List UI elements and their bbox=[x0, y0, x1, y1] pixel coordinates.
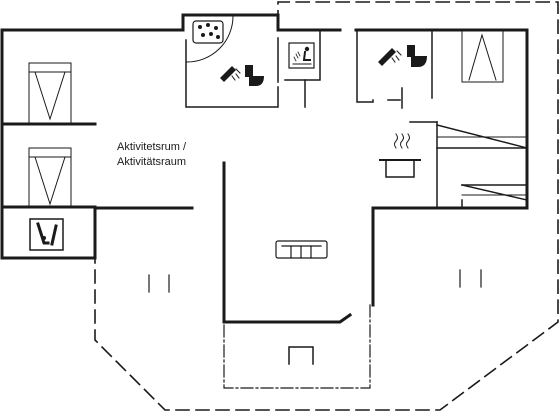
partitions bbox=[185, 29, 528, 209]
terrace-outline bbox=[94, 1, 559, 411]
washing-machine-icon bbox=[29, 218, 64, 251]
sauna-icon bbox=[288, 42, 315, 69]
sofa-icon bbox=[275, 240, 328, 259]
terrace-icon bbox=[459, 269, 482, 288]
room-label-line1: Aktivitetsrum / bbox=[117, 141, 187, 153]
room-label-line2: Aktivitätsraum bbox=[117, 156, 187, 168]
whirlpool-icon bbox=[192, 20, 224, 44]
cooking-pot-icon bbox=[379, 133, 421, 178]
bed-icon bbox=[461, 29, 504, 83]
bed-icon bbox=[28, 62, 72, 124]
fireplace-icon bbox=[288, 346, 314, 365]
room-label: Aktivitetsrum / Aktivitätsraum bbox=[117, 140, 186, 170]
walls bbox=[0, 13, 529, 324]
door-swing bbox=[185, 15, 234, 63]
annex-outline bbox=[223, 304, 371, 389]
terrace-icon bbox=[148, 274, 170, 293]
bed-icon bbox=[28, 147, 72, 209]
shower-icon bbox=[378, 48, 402, 66]
toilet-icon bbox=[407, 45, 427, 67]
toilet-icon bbox=[245, 65, 264, 86]
shower-icon bbox=[220, 66, 241, 82]
